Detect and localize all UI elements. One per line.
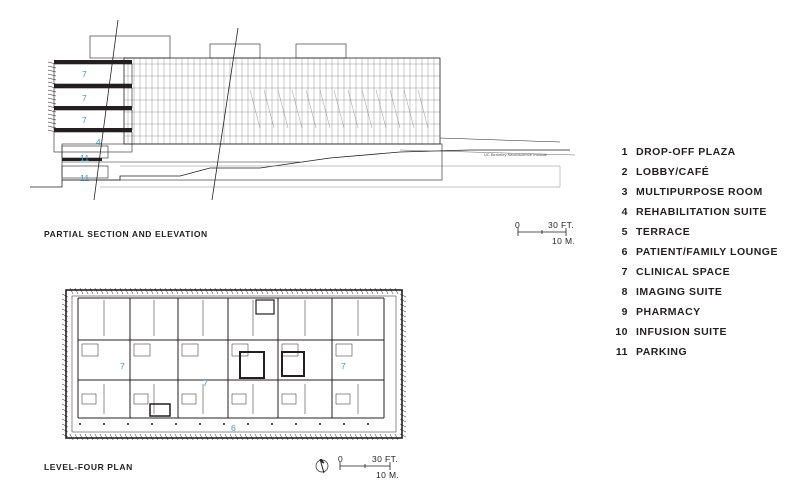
plan-scale-ft: 30 FT. <box>372 454 398 464</box>
section-floor-label: 7 <box>82 93 87 103</box>
plan-room-label: 7 <box>120 361 125 371</box>
north-arrow-icon <box>315 458 329 474</box>
plan-scale-bar <box>339 462 391 470</box>
legend-number: 8 <box>621 286 628 298</box>
legend-label: PATIENT/FAMILY LOUNGE <box>636 246 778 258</box>
legend-number: 11 <box>615 346 628 358</box>
section-title: PARTIAL SECTION AND ELEVATION <box>44 229 208 239</box>
legend-item: 10 INFUSION SUITE <box>614 322 778 342</box>
legend-label: IMAGING SUITE <box>636 286 723 298</box>
section-floor-label: 4 <box>96 137 101 147</box>
legend-number: 4 <box>621 206 628 218</box>
facade-grid <box>124 58 440 144</box>
plan-walls <box>77 297 385 425</box>
legend-item: 4 REHABILITATION SUITE <box>614 202 778 222</box>
legend-label: DROP-OFF PLAZA <box>636 146 736 158</box>
plan-room-label: 7 <box>203 378 208 388</box>
section-floor-label: 11 <box>80 173 90 183</box>
legend-number: 6 <box>621 246 628 258</box>
legend-label: REHABILITATION SUITE <box>636 206 767 218</box>
legend-label: PARKING <box>636 346 688 358</box>
plan-room-label: 7 <box>341 361 346 371</box>
level-four-plan <box>61 287 407 474</box>
legend-label: PHARMACY <box>636 306 701 318</box>
legend-number: 10 <box>615 326 628 338</box>
legend-label: TERRACE <box>636 226 691 238</box>
legend-item: 5 TERRACE <box>614 222 778 242</box>
plan-scale-m: 10 M. <box>376 470 399 480</box>
legend-item: 8 IMAGING SUITE <box>614 282 778 302</box>
legend-number: 1 <box>621 146 628 158</box>
legend-item: 7 CLINICAL SPACE <box>614 262 778 282</box>
section-scale-m: 10 M. <box>552 236 575 246</box>
facade-fins <box>61 287 407 441</box>
section-scale-bar <box>517 228 567 236</box>
legend-label: MULTIPURPOSE ROOM <box>636 186 763 198</box>
plan-title: LEVEL-FOUR PLAN <box>44 462 133 472</box>
legend-item: 3 MULTIPURPOSE ROOM <box>614 182 778 202</box>
legend-item: 2 LOBBY/CAFÉ <box>614 162 778 182</box>
legend-label: LOBBY/CAFÉ <box>636 166 710 178</box>
legend-number: 9 <box>621 306 628 318</box>
legend-item: 11 PARKING <box>614 342 778 362</box>
legend-number: 7 <box>621 266 628 278</box>
legend-item: 9 PHARMACY <box>614 302 778 322</box>
section-scale-zero: 0 <box>515 220 520 230</box>
program-legend: 1 DROP-OFF PLAZA 2 LOBBY/CAFÉ 3 MULTIPURPOSE … <box>614 142 778 362</box>
plan-scale-zero: 0 <box>338 454 343 464</box>
legend-number: 5 <box>621 226 628 238</box>
section-elevation <box>30 19 576 236</box>
legend-number: 3 <box>621 186 628 198</box>
section-floor-label: 11 <box>80 153 90 163</box>
legend-number: 2 <box>621 166 628 178</box>
legend-label: INFUSION SUITE <box>636 326 728 338</box>
section-floors <box>47 60 133 179</box>
section-floor-label: 7 <box>82 115 87 125</box>
legend-item: 6 PATIENT/FAMILY LOUNGE <box>614 242 778 262</box>
section-scale-ft: 30 FT. <box>548 220 574 230</box>
street-label: UC Berkeley Neuroscience Institute <box>484 152 548 157</box>
legend-item: 1 DROP-OFF PLAZA <box>614 142 778 162</box>
section-floor-label: 7 <box>82 69 87 79</box>
legend-label: CLINICAL SPACE <box>636 266 731 278</box>
plan-room-label: 6 <box>231 423 236 433</box>
